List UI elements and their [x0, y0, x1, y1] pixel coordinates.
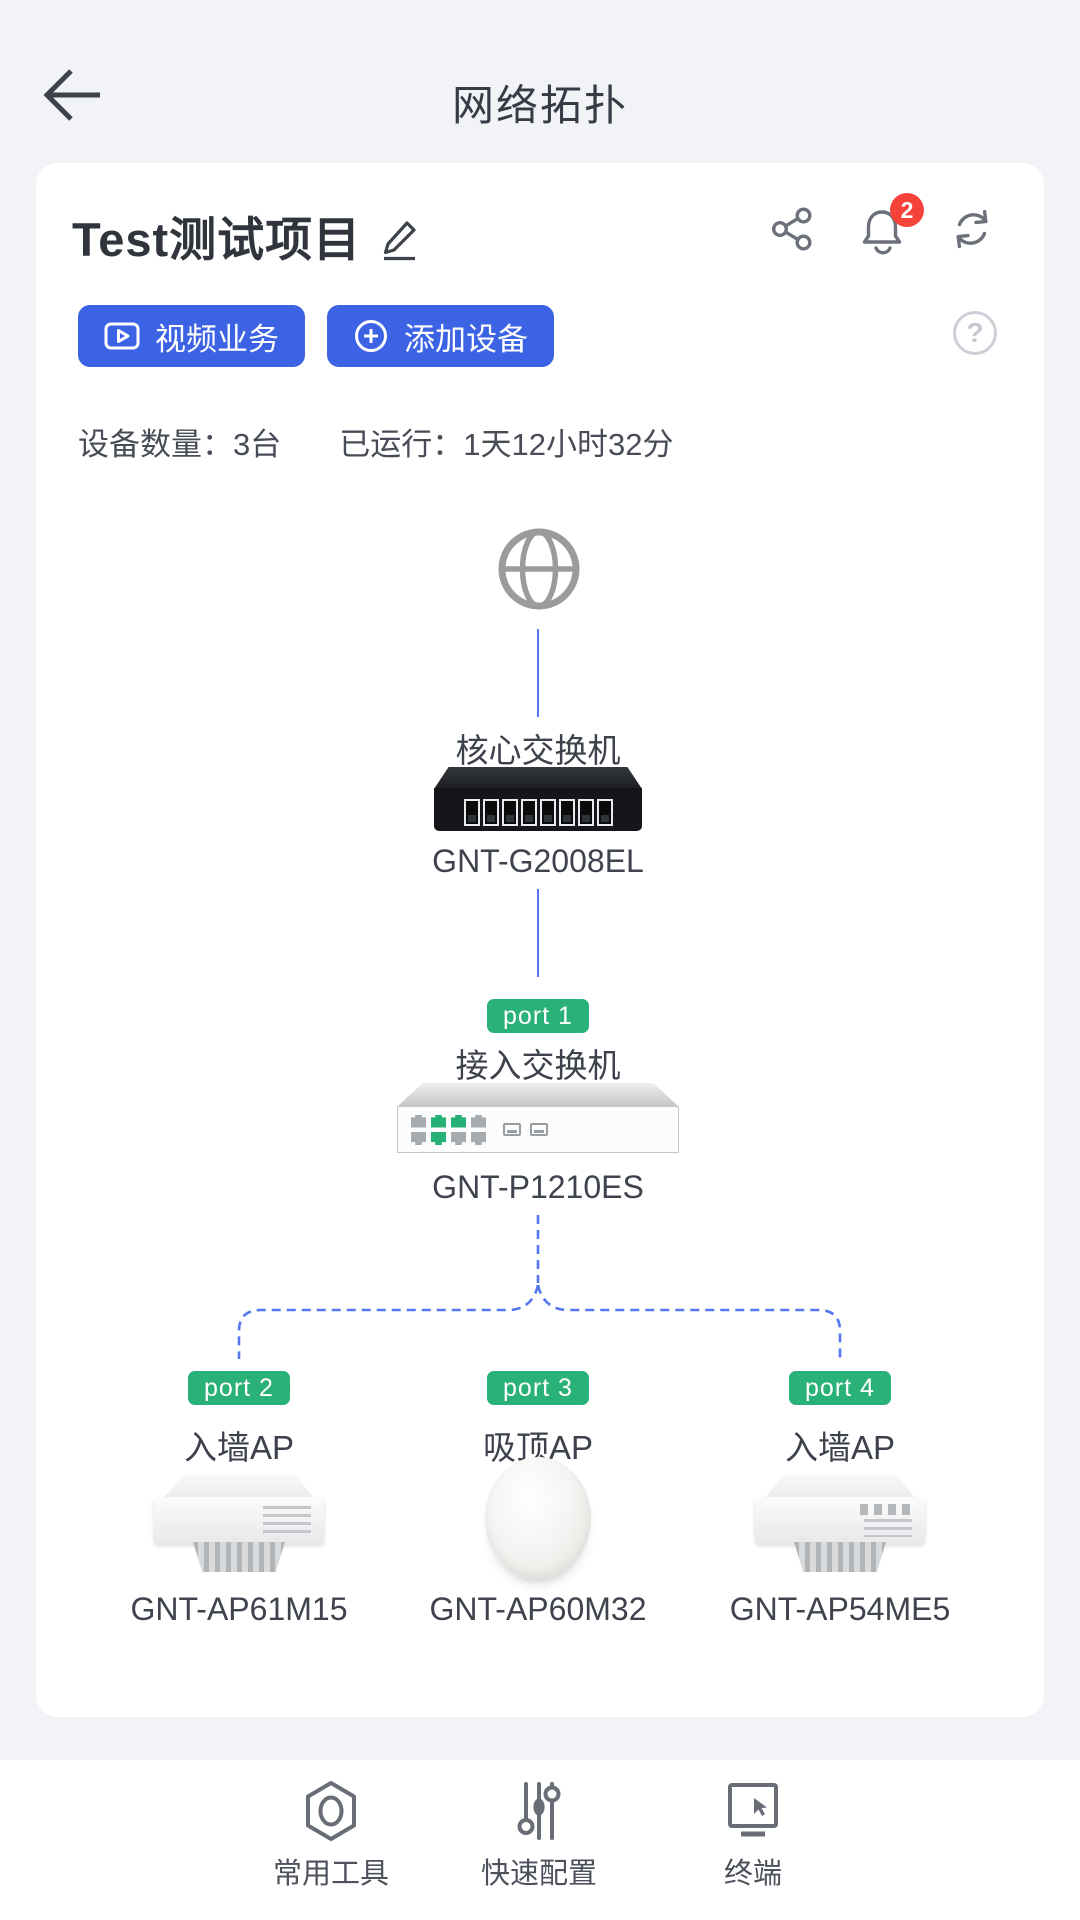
- plus-circle-icon: [353, 318, 389, 354]
- device-count-text: 设备数量：3台: [78, 427, 282, 462]
- video-icon: [104, 319, 140, 353]
- project-name: Test测试项目: [72, 213, 362, 266]
- nav-item-common-tools[interactable]: 常用工具: [246, 1760, 416, 1892]
- edit-pencil-icon[interactable]: [377, 216, 423, 262]
- access-switch-ports: [397, 1106, 679, 1153]
- core-switch-model: GNT-G2008EL: [432, 843, 644, 879]
- ap2-ceiling-device[interactable]: [485, 1457, 591, 1579]
- link-core-access: [537, 889, 539, 977]
- ap1-role: 入墙AP: [183, 1429, 295, 1466]
- access-switch-device[interactable]: [397, 1083, 679, 1153]
- bottom-nav: 常用工具 快速配置 终端: [0, 1760, 1080, 1920]
- core-switch-device[interactable]: [434, 767, 642, 831]
- ap1-model: GNT-AP61M15: [130, 1591, 348, 1627]
- ap3-role: 入墙AP: [784, 1429, 896, 1466]
- core-switch-top: [434, 767, 642, 789]
- stats-row: 设备数量：3台 已运行：1天12小时32分: [78, 419, 673, 464]
- add-device-button[interactable]: 添加设备: [327, 305, 554, 367]
- branch-links: [186, 1211, 894, 1367]
- ap3-wall-device[interactable]: [755, 1475, 925, 1575]
- help-icon[interactable]: ?: [953, 311, 997, 355]
- notification-bell-icon[interactable]: 2: [860, 193, 924, 255]
- refresh-icon[interactable]: [950, 207, 994, 255]
- nav-item-terminal[interactable]: 终端: [668, 1760, 838, 1892]
- card-toolbar: 2: [770, 193, 994, 255]
- nav-label-common-tools: 常用工具: [272, 1858, 389, 1890]
- ap2-model: GNT-AP60M32: [429, 1591, 647, 1627]
- share-icon[interactable]: [770, 207, 814, 255]
- access-switch-role: 接入交换机: [455, 1047, 621, 1084]
- hexagon-tool-icon: [246, 1780, 416, 1842]
- video-service-label: 视频业务: [155, 321, 279, 357]
- action-buttons: 视频业务 添加设备: [78, 305, 554, 367]
- notification-count-badge: 2: [890, 193, 924, 227]
- nav-label-quick-config: 快速配置: [480, 1858, 597, 1890]
- back-button[interactable]: [40, 66, 106, 124]
- terminal-monitor-icon: [668, 1780, 838, 1842]
- access-switch-model: GNT-P1210ES: [432, 1169, 644, 1205]
- arrow-left-icon: [40, 66, 106, 124]
- port-badge-4: port 4: [789, 1371, 891, 1405]
- add-device-label: 添加设备: [404, 321, 528, 357]
- ap1-wall-device[interactable]: [154, 1475, 324, 1575]
- core-switch-role: 核心交换机: [455, 732, 621, 769]
- nav-label-terminal: 终端: [723, 1858, 782, 1890]
- uptime-text: 已运行：1天12小时32分: [339, 427, 674, 462]
- port-badge-2: port 2: [188, 1371, 290, 1405]
- nav-item-quick-config[interactable]: 快速配置: [454, 1760, 624, 1892]
- port-badge-3: port 3: [487, 1371, 589, 1405]
- port-badge-1: port 1: [487, 999, 589, 1033]
- page-title: 网络拓扑: [451, 82, 628, 129]
- internet-globe-icon: [495, 525, 583, 613]
- project-title-row: Test测试项目: [72, 201, 423, 270]
- sliders-icon: [454, 1780, 624, 1842]
- video-service-button[interactable]: 视频业务: [78, 305, 305, 367]
- topology-card: Test测试项目 2: [36, 163, 1044, 1717]
- ap3-model: GNT-AP54ME5: [729, 1591, 951, 1627]
- core-switch-ports: [434, 788, 642, 831]
- link-internet-core: [537, 629, 539, 717]
- access-switch-top: [397, 1083, 679, 1107]
